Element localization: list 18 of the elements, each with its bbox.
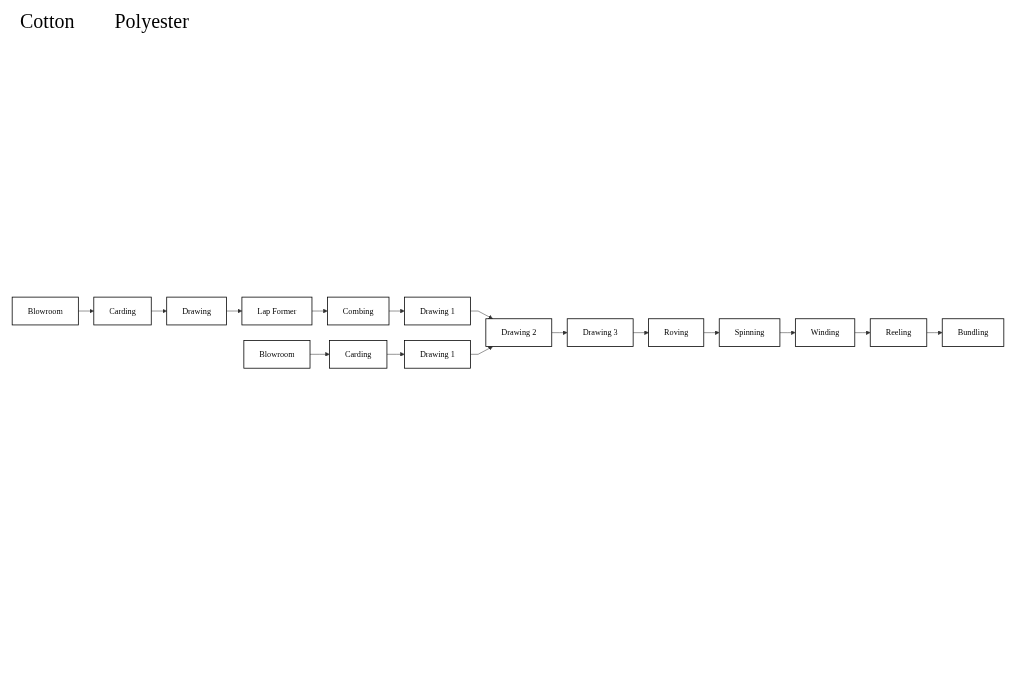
- node-box: Winding: [794, 318, 856, 348]
- node-box: Blowroom: [243, 340, 311, 369]
- node-box: Carding: [329, 340, 388, 369]
- node-box: Drawing 1: [404, 297, 471, 326]
- node-box: Drawing 1: [404, 340, 471, 369]
- row-label: Cotton: [20, 10, 75, 33]
- node-box: Blowroom: [11, 297, 79, 326]
- node-box: Carding: [93, 297, 152, 326]
- node-box: Reeling: [869, 318, 928, 348]
- node-box: Combing: [327, 297, 390, 326]
- node-box: Bundling: [941, 318, 1005, 348]
- node-box: Drawing: [166, 297, 227, 326]
- node-box: Drawing 2: [485, 318, 553, 348]
- row-label: Polyester: [114, 10, 189, 33]
- node-box: Lap Former: [241, 297, 313, 326]
- node-box: Drawing 3: [566, 318, 634, 348]
- node-box: Roving: [648, 318, 705, 348]
- node-box: Spinning: [718, 318, 781, 348]
